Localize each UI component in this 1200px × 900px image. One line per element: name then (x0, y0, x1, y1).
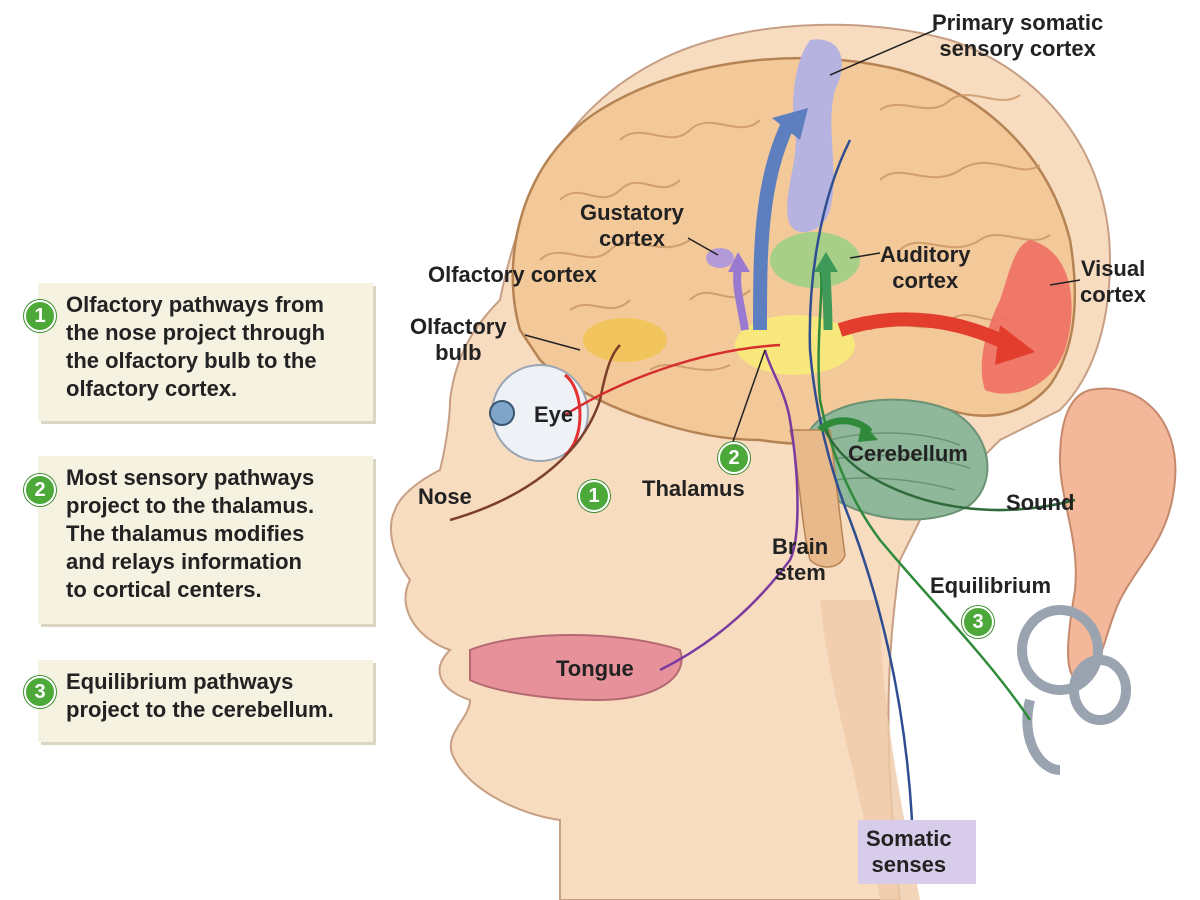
note-1-text: Olfactory pathways from the nose project… (66, 292, 326, 401)
label-brain-stem: Brain stem (772, 534, 829, 585)
inner-ear (1017, 605, 1131, 775)
label-eye: Eye (534, 402, 574, 427)
somatic-pathway (808, 139, 914, 821)
note-2-badge: 2 (24, 474, 56, 506)
iris (489, 400, 515, 426)
label-cerebellum: Cerebellum (848, 441, 968, 466)
somatosensory-cortex (787, 39, 842, 233)
label-olfactory-bulb: Olfactory bulb (410, 314, 507, 365)
ear (1058, 387, 1177, 682)
note-2-text: Most sensory pathways project to the tha… (66, 465, 315, 602)
label-auditory: Auditory cortex (880, 242, 971, 293)
arrow-gustatory-head (728, 252, 750, 272)
pathways (449, 139, 1076, 821)
marker-equilibrium: 3 (962, 606, 994, 638)
label-thalamus: Thalamus (642, 476, 745, 501)
label-nose: Nose (418, 484, 472, 509)
marker-olfactory: 1 (578, 480, 610, 512)
label-gustatory: Gustatory cortex (580, 200, 684, 251)
label-somatic-senses: Somatic senses (866, 826, 952, 877)
marker-thalamus: 2 (718, 442, 750, 474)
arrow-cerebellum-head (858, 422, 878, 442)
note-3-text: Equilibrium pathways project to the cere… (66, 669, 334, 722)
arrow-auditory (821, 269, 833, 331)
arrow-auditory-head (814, 252, 838, 272)
cerebellum-folia (827, 432, 971, 491)
somatic-senses-box (858, 820, 976, 884)
arrow-visual-head (995, 325, 1035, 365)
arrow-gustatory (733, 267, 749, 331)
tongue (469, 634, 683, 702)
olfactory-cortex-region (583, 318, 667, 362)
arrow-somatic (753, 116, 797, 331)
note-equilibrium-pathways: Equilibrium pathways project to the cere… (38, 660, 373, 742)
note-olfactory-pathways: Olfactory pathways from the nose project… (38, 283, 373, 421)
label-olfactory-cortex: Olfactory cortex (428, 262, 597, 287)
label-primary-somatic: Primary somatic sensory cortex (932, 10, 1104, 61)
arrow-somatic-head (772, 108, 808, 140)
label-equilibrium: Equilibrium (930, 573, 1051, 598)
label-tongue: Tongue (556, 656, 634, 681)
visual-pathway (564, 343, 781, 417)
taste-pathway (659, 349, 799, 672)
note-1-badge: 1 (24, 300, 56, 332)
equilibrium-pathway (817, 269, 1032, 721)
olfactory-pathway (449, 344, 621, 522)
note-3-badge: 3 (24, 676, 56, 708)
label-sound: Sound (1006, 490, 1075, 515)
sound-pathway (823, 429, 1076, 512)
thalamus-region (735, 315, 855, 375)
label-visual: Visual cortex (1080, 256, 1147, 307)
arrow-visual (837, 312, 1014, 352)
note-thalamus-pathways: Most sensory pathways project to the tha… (38, 456, 373, 624)
